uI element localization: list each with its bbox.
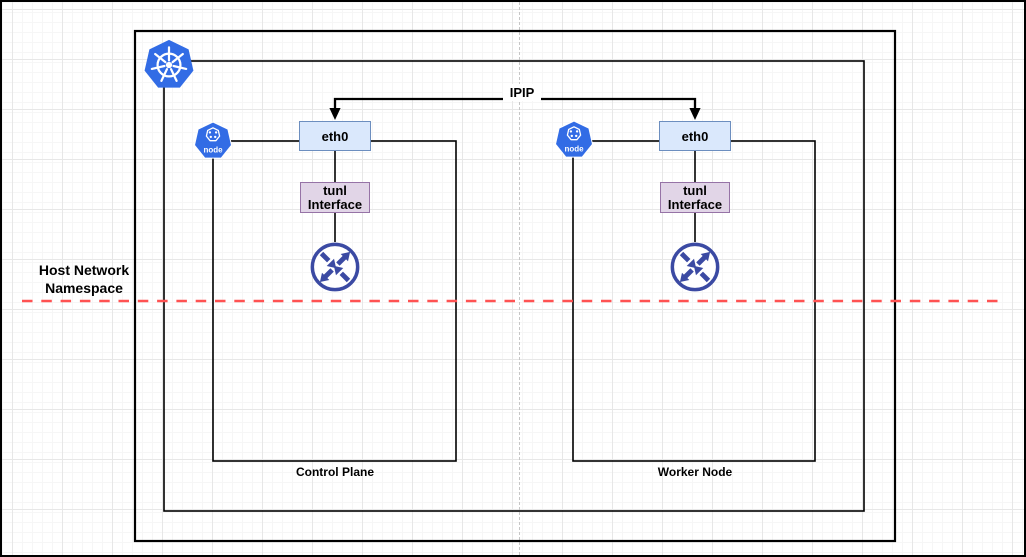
cluster-outer-rect [133, 29, 897, 543]
cluster-inner-rect [163, 60, 865, 512]
eth0-box-control-plane: eth0 [299, 121, 371, 151]
k8s-node-icon-control-plane: node [194, 121, 232, 159]
ipip-arrowhead-left-icon [329, 108, 341, 120]
helm-wheel-icon [150, 46, 188, 82]
worker-node-label: Worker Node [657, 465, 733, 479]
ipip-arrowhead-right-icon [689, 108, 701, 120]
control-plane-label: Control Plane [295, 465, 374, 479]
node-badge-label: node [564, 145, 584, 154]
k8s-node-icon-worker-node: node [555, 120, 593, 158]
page-break-divider [519, 2, 520, 555]
ipip-connector [329, 97, 701, 120]
vertical-connectors [334, 151, 696, 242]
tunl-interface-box-worker-node: tunl Interface [660, 182, 730, 213]
kubernetes-logo-icon [144, 39, 194, 88]
tunl-interface-box-control-plane: tunl Interface [300, 182, 370, 213]
host-network-namespace-label: Host Network Namespace [38, 262, 130, 296]
eth0-box-worker-node: eth0 [659, 121, 731, 151]
ipip-label: IPIP [503, 84, 541, 101]
router-icon-worker-node [670, 242, 720, 292]
router-icon-control-plane [310, 242, 360, 292]
node-badge-label: node [203, 146, 223, 155]
